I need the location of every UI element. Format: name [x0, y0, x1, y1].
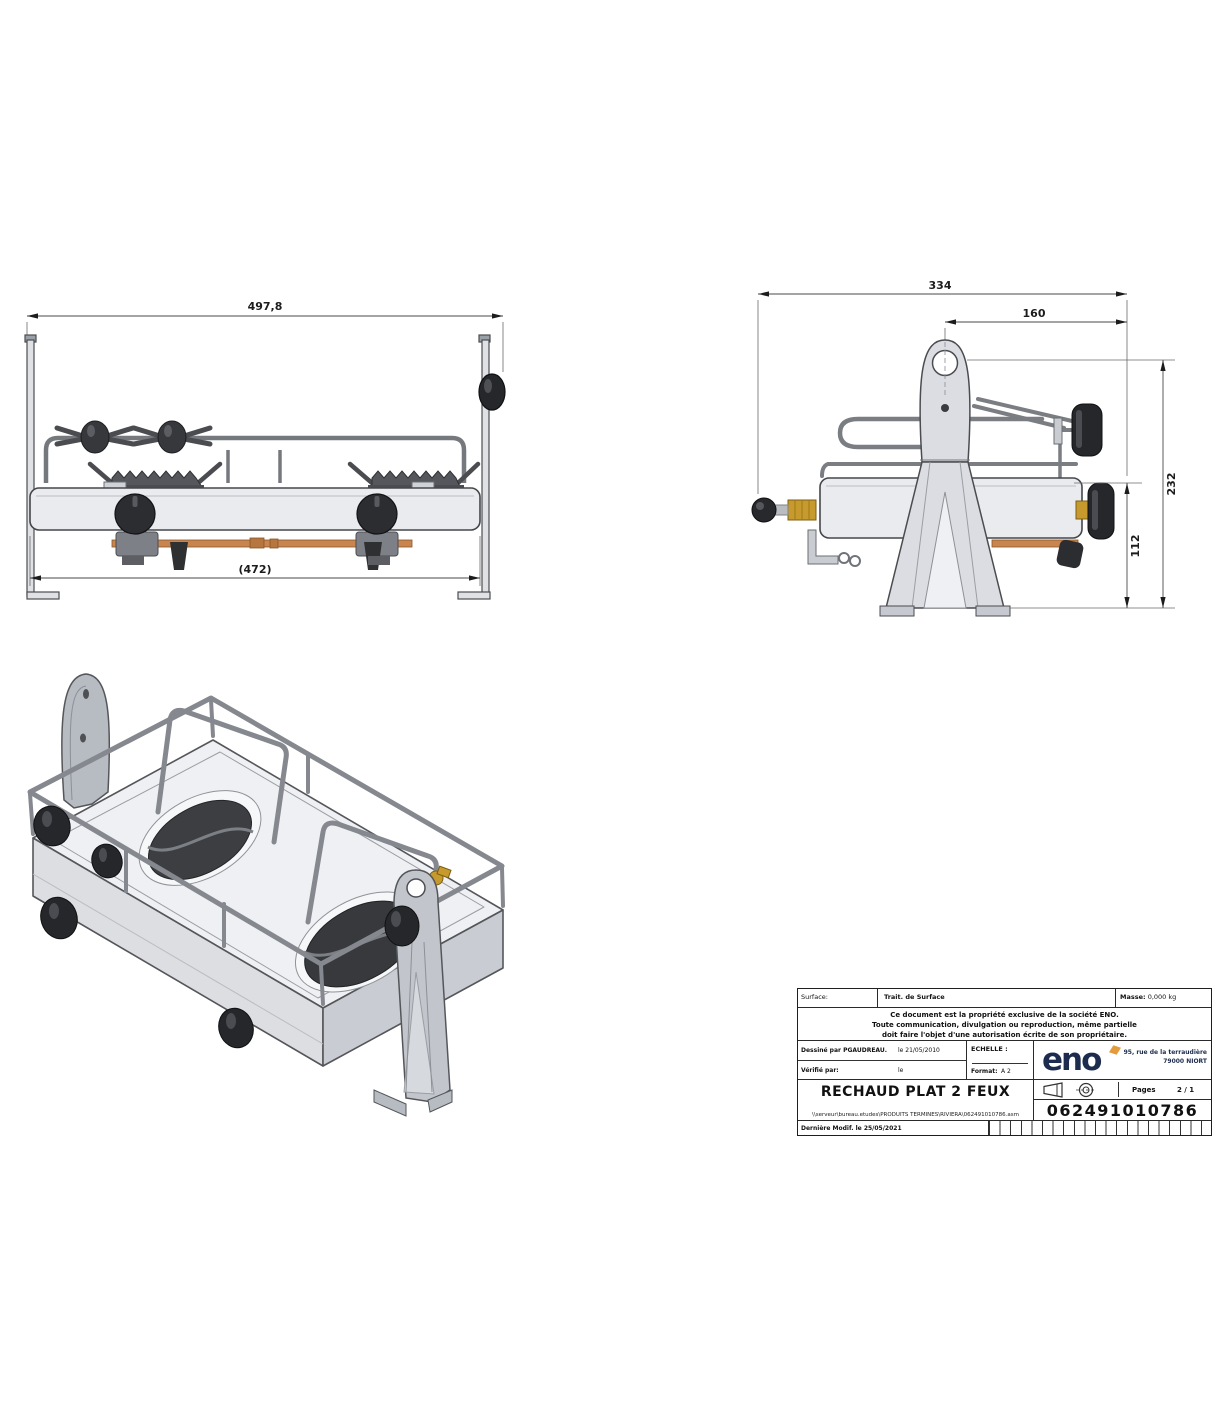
pages-label: Pages	[1132, 1086, 1156, 1094]
drawing-title: RECHAUD PLAT 2 FEUX	[820, 1084, 1011, 1100]
dim-overall-depth: 334	[929, 279, 952, 292]
iso-knobs	[33, 805, 254, 1049]
checked-row: Vérifié par: le	[798, 1061, 967, 1080]
revision-tick-strip	[989, 1121, 1211, 1135]
isometric-view	[8, 642, 583, 1151]
scale-cell: ECHELLE : Format: A 2	[967, 1041, 1034, 1080]
front-view-svg: 497,8	[24, 300, 506, 600]
file-path: \\serveur\bureau.etudes\PRODUITS TERMINE…	[812, 1112, 1019, 1118]
side-clamp-knob	[1053, 403, 1103, 457]
pot-clamp-right	[131, 420, 213, 454]
front-dim-overall: 497,8	[26, 300, 504, 372]
checked-date: le	[898, 1067, 904, 1074]
iso-bracket-front	[373, 865, 453, 1117]
format-value: A 2	[1001, 1068, 1011, 1075]
logo-cell: eno 95, rue de la terraudière 79000 NIOR…	[1034, 1041, 1211, 1080]
projection-pages-cell: Pages 2 / 1	[1034, 1080, 1211, 1100]
property-notice-cell: Ce document est la propriété exclusive d…	[798, 1008, 1211, 1041]
checked-label: Vérifié par:	[801, 1067, 839, 1074]
front-dim-inner: (472)	[29, 536, 481, 586]
last-modified-cell: Dernière Modif. le 25/05/2021	[798, 1121, 989, 1135]
company-address: 95, rue de la terraudière 79000 NIORT	[1124, 1048, 1207, 1066]
dim-pivot-offset: 160	[1023, 307, 1046, 320]
side-view: 334 160	[742, 278, 1212, 632]
iso-bracket-rear	[61, 673, 111, 809]
gimbal-bracket-left	[24, 334, 60, 600]
iso-rails	[27, 695, 505, 1006]
authors-cell: Dessiné par PGAUDREAU. le 21/05/2010 Vér…	[798, 1041, 967, 1080]
pages-divider	[1118, 1082, 1119, 1097]
burner-knob-right	[356, 493, 398, 535]
scale-label: ECHELLE :	[971, 1045, 1008, 1053]
notice-line-1: Ce document est la propriété exclusive d…	[890, 1011, 1119, 1019]
gas-pipe	[111, 531, 413, 570]
gas-inlet	[751, 497, 861, 567]
dim-height-body: 112	[1129, 535, 1142, 558]
part-number: 062491010786	[1046, 1101, 1199, 1120]
side-dim-offset: 160	[944, 307, 1127, 340]
pages-value: 2 / 1	[1177, 1086, 1195, 1094]
front-view: 497,8	[12, 278, 572, 632]
drawn-label: Dessiné par PGAUDREAU.	[801, 1047, 888, 1054]
masse-cell: Masse: 0,000 kg	[1116, 989, 1211, 1008]
surface-value-cell: Trait. de Surface	[878, 989, 1116, 1008]
drawn-row: Dessiné par PGAUDREAU. le 21/05/2010	[798, 1041, 967, 1061]
dim-overall-width: 497,8	[248, 300, 283, 313]
dim-inner-width: (472)	[238, 563, 271, 576]
surface-label: Surface:	[801, 993, 828, 1001]
gimbal-aframe	[879, 334, 1011, 617]
side-dim-overall: 334	[757, 279, 1128, 494]
first-angle-projection-icon	[1043, 1082, 1096, 1098]
scale-divider	[972, 1063, 1028, 1064]
iso-lock-knob	[384, 905, 420, 947]
notice-line-2: Toute communication, divulgation ou repr…	[872, 1021, 1137, 1029]
side-view-svg: 334 160	[751, 279, 1178, 617]
pot-clamp-left	[54, 420, 136, 454]
dim-height-overall: 232	[1165, 473, 1178, 496]
masse-value: 0,000 kg	[1147, 993, 1177, 1001]
address-line-2: 79000 NIORT	[1163, 1058, 1207, 1065]
stove-body	[29, 481, 481, 531]
gimbal-lock-knob	[478, 373, 506, 411]
gimbal-bracket-right	[457, 334, 506, 600]
address-line-1: 95, rue de la terraudière	[1123, 1049, 1207, 1056]
surface-value: Trait. de Surface	[884, 993, 945, 1001]
eno-logo: eno	[1042, 1042, 1102, 1078]
iso-burner-left	[138, 790, 262, 886]
burner-left	[87, 461, 223, 489]
drawing-title-cell: RECHAUD PLAT 2 FEUX \\serveur\bureau.etu…	[798, 1080, 1034, 1121]
masse-label: Masse:	[1120, 993, 1146, 1001]
side-burner-knob	[1075, 482, 1115, 540]
format-label: Format:	[971, 1068, 998, 1075]
part-number-cell: 062491010786	[1034, 1100, 1211, 1121]
drawn-date: le 21/05/2010	[898, 1047, 940, 1054]
pan-rail	[43, 435, 467, 483]
eno-logo-accent-icon	[1109, 1045, 1121, 1055]
iso-pivot-hole	[406, 878, 426, 898]
last-modified: Dernière Modif. le 25/05/2021	[801, 1125, 902, 1132]
notice-line-3: doit faire l'objet d'une autorisation éc…	[881, 1031, 1128, 1039]
surface-label-cell: Surface:	[798, 989, 878, 1008]
isometric-view-svg	[27, 673, 505, 1117]
burner-knob-left	[114, 493, 156, 535]
side-dim-heights: 232 112	[967, 359, 1178, 609]
title-block: Surface: Trait. de Surface Masse: 0,000 …	[797, 988, 1212, 1136]
